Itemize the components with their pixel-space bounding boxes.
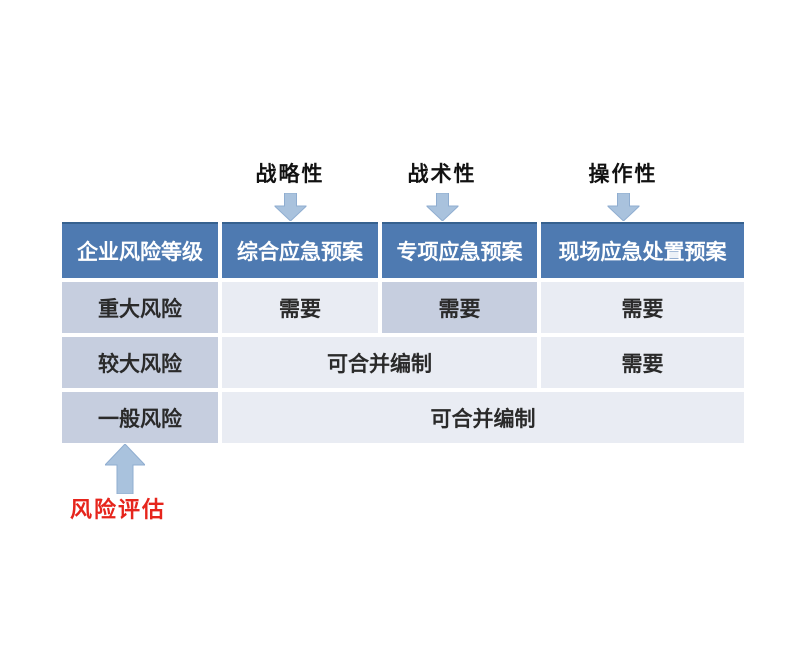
down-arrow-icon: [274, 193, 306, 221]
tactical-label: 战术性: [407, 161, 477, 186]
header-cell-comprehensive-plan: 综合应急预案: [222, 222, 378, 278]
operational-label: 操作性: [588, 161, 658, 186]
up-arrow-icon: [103, 443, 147, 499]
cell-major-onsite: 需要: [541, 282, 744, 333]
header-cell-special-plan: 专项应急预案: [382, 222, 537, 278]
row-label-general-risk: 一般风险: [62, 392, 218, 443]
cell-general-merged: 可合并编制: [222, 392, 744, 443]
strategic-label: 战略性: [255, 161, 325, 186]
header-cell-onsite-plan: 现场应急处置预案: [541, 222, 744, 278]
cell-larger-merged: 可合并编制: [222, 337, 537, 388]
annotation-strategic: 战略性: [256, 158, 325, 221]
cell-major-special: 需要: [382, 282, 537, 333]
annotation-operational: 操作性: [589, 158, 658, 221]
cell-major-comprehensive: 需要: [222, 282, 378, 333]
risk-assessment-label: 风险评估: [70, 497, 167, 523]
row-label-larger-risk: 较大风险: [62, 337, 218, 388]
header-cell-risk-level: 企业风险等级: [62, 222, 218, 278]
down-arrow-icon: [607, 193, 639, 221]
down-arrow-icon: [426, 193, 458, 221]
risk-plan-table: 企业风险等级 综合应急预案 专项应急预案 现场应急处置预案 重大风险 需要 需要…: [62, 222, 744, 443]
cell-larger-onsite: 需要: [541, 337, 744, 388]
annotation-tactical: 战术性: [408, 158, 477, 221]
row-label-major-risk: 重大风险: [62, 282, 218, 333]
